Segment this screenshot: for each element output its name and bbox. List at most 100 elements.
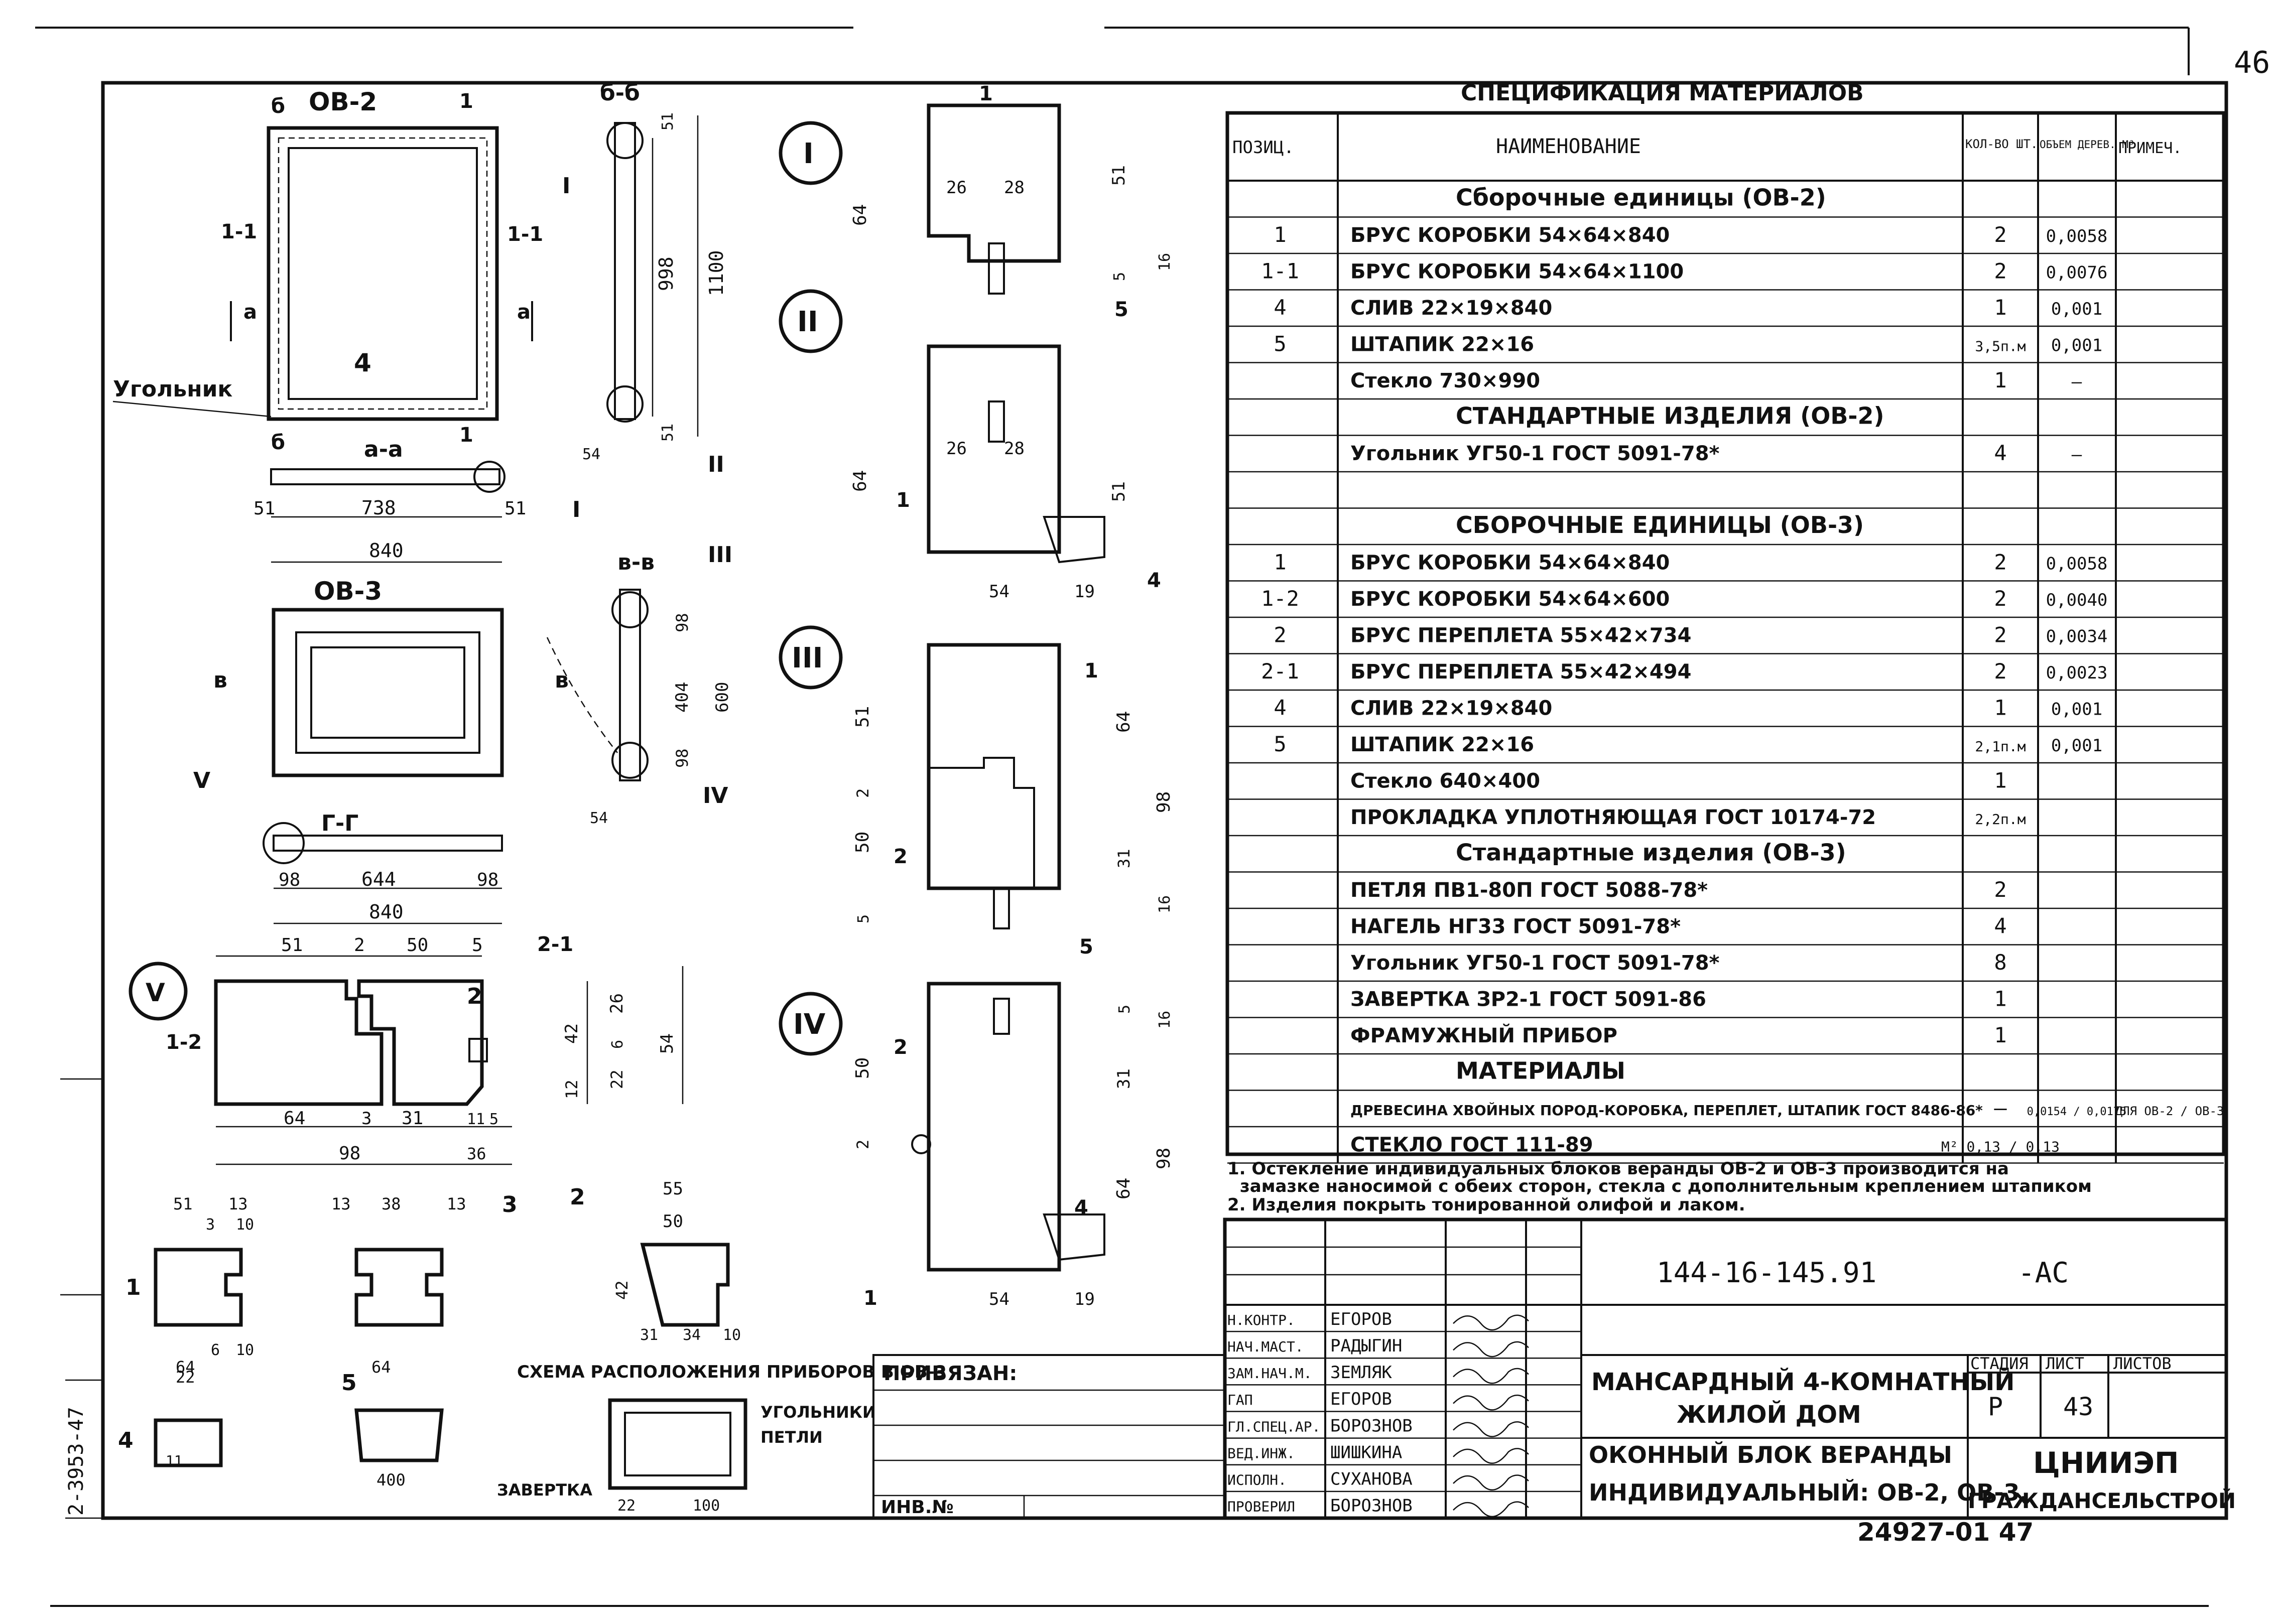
svg-text:51: 51 <box>504 498 526 519</box>
spec-vol: 0,001 <box>2051 299 2102 319</box>
spec-pos: 1 <box>1274 550 1286 574</box>
spec-vol: 0,0058 <box>2046 554 2108 574</box>
sheet-value: 43 <box>2063 1392 2093 1421</box>
svg-text:644: 644 <box>361 868 396 890</box>
svg-text:98: 98 <box>673 748 692 768</box>
tb-role: ГЛ.СПЕЦ.АР. <box>1227 1418 1320 1435</box>
tb-person: ЕГОРОВ <box>1330 1389 1392 1409</box>
spec-qty: 2 <box>1994 258 2006 283</box>
svg-text:I: I <box>572 497 580 522</box>
svg-text:1: 1 <box>459 90 473 113</box>
svg-text:28: 28 <box>1004 178 1025 198</box>
label-vv: в-в <box>617 550 655 575</box>
side-code: 2-3953-47 <box>65 1407 88 1516</box>
spec-pos: 5 <box>1274 732 1286 756</box>
node-1-profile <box>927 103 1061 263</box>
svg-text:I: I <box>562 173 570 199</box>
spec-qty: 2 <box>1994 586 2006 611</box>
svg-text:54: 54 <box>657 1033 677 1054</box>
svg-text:ИНВ.№: ИНВ.№ <box>881 1497 954 1518</box>
svg-text:22: 22 <box>607 1069 626 1089</box>
svg-text:3: 3 <box>361 1109 371 1129</box>
svg-text:III: III <box>792 642 823 674</box>
ov3-glass <box>310 646 465 739</box>
svg-text:5: 5 <box>341 1370 357 1396</box>
bottom-code: 24927-01 47 <box>1857 1518 2034 1547</box>
note-1b: замазке наносимой с обеих сторон, стекла… <box>1240 1176 2092 1196</box>
sheet-number: 46 <box>2234 45 2270 80</box>
tb-person: БОРОЗНОВ <box>1330 1416 1413 1436</box>
spec-vol: 0,0023 <box>2046 663 2108 683</box>
svg-text:в: в <box>213 667 227 693</box>
spec-name: ДРЕВЕСИНА ХВОЙНЫХ ПОРОД-КОРОБКА, ПЕРЕПЛЕ… <box>1350 1102 1983 1119</box>
svg-text:4: 4 <box>1147 569 1161 592</box>
svg-text:600: 600 <box>712 682 732 713</box>
note-2: 2. Изделия покрыть тонированной олифой и… <box>1227 1195 1745 1215</box>
svg-text:V: V <box>146 978 165 1007</box>
svg-text:38: 38 <box>382 1194 401 1213</box>
spec-title: СПЕЦИФИКАЦИЯ МАТЕРИАЛОВ <box>1461 80 1864 106</box>
svg-text:98: 98 <box>339 1143 360 1164</box>
spec-vol: — <box>2072 445 2082 465</box>
spec-pos: 1 <box>1274 222 1286 247</box>
spec-name: БРУС КОРОБКИ 54×64×1100 <box>1350 260 1684 283</box>
signature <box>1453 1341 1529 1358</box>
svg-text:13: 13 <box>331 1194 351 1213</box>
svg-text:998: 998 <box>655 256 677 291</box>
spec-qty: 1 <box>1994 1023 2006 1047</box>
svg-text:1: 1 <box>979 82 993 105</box>
svg-text:1: 1 <box>1084 659 1098 683</box>
spec-name: ПЕТЛЯ ПВ1-80П ГОСТ 5088-78* <box>1350 879 1708 902</box>
svg-text:2: 2 <box>894 845 908 868</box>
signature <box>1453 1394 1529 1411</box>
svg-text:16: 16 <box>1156 253 1174 271</box>
signature <box>1453 1474 1529 1491</box>
project-name-1: МАНСАРДНЫЙ 4-КОМНАТНЫЙ <box>1591 1368 2014 1396</box>
spec-vol: 0,0040 <box>2046 590 2108 610</box>
spec-qty: 2,1п.м <box>1975 738 2026 755</box>
svg-text:22: 22 <box>617 1497 636 1515</box>
svg-text:3: 3 <box>206 1216 215 1234</box>
svg-text:1-1: 1-1 <box>507 223 543 246</box>
spec-header-vol: ОБЪЕМ ДЕРЕВ. М³ <box>2040 139 2135 151</box>
spec-qty: 1 <box>1994 295 2006 320</box>
spec-qty: 2,2п.м <box>1975 811 2026 828</box>
spec-vol: 0,001 <box>2051 699 2102 719</box>
svg-text:16: 16 <box>1156 895 1174 913</box>
svg-text:II: II <box>708 452 724 477</box>
note-1: 1. Остекление индивидуальных блоков вера… <box>1227 1159 2009 1179</box>
spec-name: ШТАПИК 22×16 <box>1350 333 1534 356</box>
spec-name: СЛИВ 22×19×840 <box>1350 297 1552 320</box>
scheme-frame <box>608 1398 747 1490</box>
spec-name: Угольник УГ50-1 ГОСТ 5091-78* <box>1350 442 1720 465</box>
stage-value: Р <box>1988 1392 2003 1421</box>
svg-text:2: 2 <box>467 984 482 1009</box>
svg-text:10: 10 <box>723 1326 741 1344</box>
svg-text:2: 2 <box>570 1184 585 1210</box>
svg-text:26: 26 <box>946 178 967 198</box>
svg-text:13: 13 <box>447 1194 466 1213</box>
signature <box>1453 1368 1529 1384</box>
label-aa: а-а <box>364 437 403 462</box>
svg-text:64: 64 <box>176 1358 195 1377</box>
tb-role: ПРОВЕРИЛ <box>1227 1499 1295 1515</box>
spec-name: Стекло 730×990 <box>1350 369 1540 392</box>
svg-text:51: 51 <box>852 706 873 728</box>
spec-name: СТЕКЛО ГОСТ 111-89 <box>1350 1133 1593 1156</box>
tb-person: РАДЫГИН <box>1330 1336 1402 1356</box>
spec-vol: 0,0058 <box>2046 226 2108 246</box>
svg-text:V: V <box>193 768 210 793</box>
spec-pos: 2-1 <box>1261 659 1299 684</box>
svg-text:10: 10 <box>236 1341 254 1359</box>
svg-text:36: 36 <box>467 1144 486 1163</box>
spec-vol: 0,0034 <box>2046 626 2108 646</box>
svg-text:54: 54 <box>582 446 600 463</box>
spec-vol: 0,0076 <box>2046 262 2108 283</box>
spec-pos: 2 <box>1274 622 1286 647</box>
svg-text:б: б <box>271 431 285 454</box>
svg-text:50: 50 <box>663 1211 683 1232</box>
spec-name: ШТАПИК 22×16 <box>1350 733 1534 756</box>
svg-text:4: 4 <box>354 348 371 377</box>
svg-text:50: 50 <box>407 935 428 956</box>
